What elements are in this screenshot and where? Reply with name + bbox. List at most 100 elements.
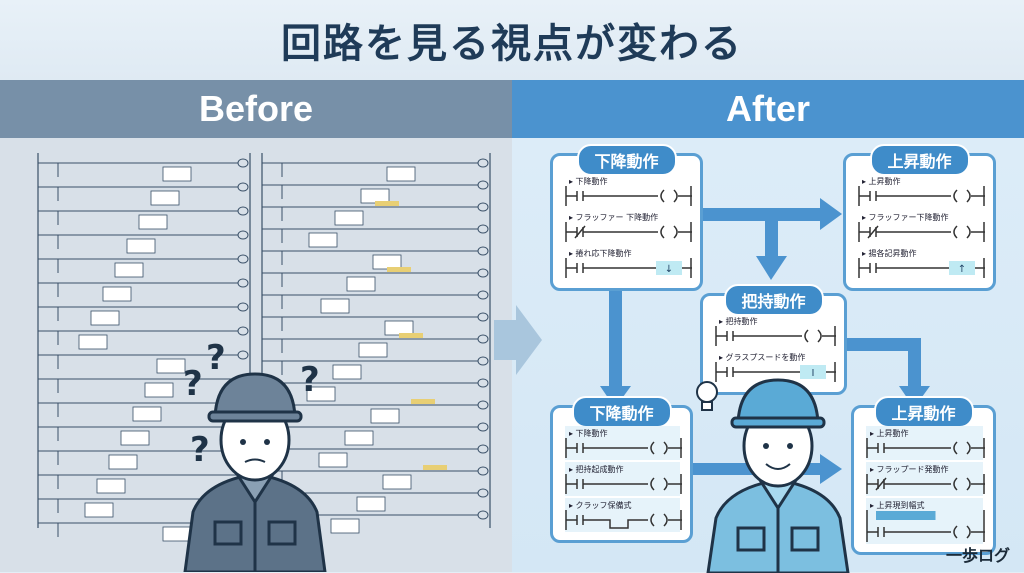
coil-icon	[237, 278, 249, 288]
instruction-block	[132, 406, 162, 422]
no-contact-icon	[877, 527, 885, 537]
ladder-rung	[715, 326, 836, 346]
status-badge	[876, 511, 936, 520]
label-tag	[411, 399, 435, 404]
rung-label: ▸ 捲れ応下降動作	[569, 249, 632, 258]
instruction-block	[120, 430, 150, 446]
rung: ▸ 捲れ応下降動作 ↓	[565, 246, 692, 280]
rung-label: ▸ 上昇動作	[870, 429, 909, 438]
action-block: 上昇動作▸ 上昇動作 ▸ フラップード発動作 ▸ 上昇現到幅式	[851, 396, 996, 555]
ladder-rung: ↑	[858, 258, 985, 278]
instruction-block	[332, 364, 362, 380]
indicator-symbol: ↑	[958, 264, 966, 275]
rung-label: ▸ 把持動作	[719, 317, 758, 326]
coil-icon	[237, 302, 249, 312]
coil-icon	[237, 350, 249, 360]
action-block-title: 上昇動作	[873, 396, 974, 428]
before-header: Before	[0, 80, 512, 138]
label-tag	[423, 465, 447, 470]
label-tag	[375, 201, 399, 206]
coil-icon	[477, 290, 489, 300]
rung-label: ▸ フラッファー 下降動作	[569, 213, 659, 222]
rung: ▸ 揚各記昇動作↑	[858, 246, 985, 280]
complex-ladder-diagram	[37, 153, 491, 542]
coil-icon	[477, 356, 489, 366]
coil-icon	[477, 444, 489, 454]
ladder-rung	[866, 438, 985, 458]
rung-label: ▸ 把持起成動作	[569, 465, 624, 474]
rung-label: ▸ 上昇現到幅式	[870, 501, 925, 510]
instruction-block	[138, 214, 168, 230]
ladder-rung	[565, 438, 682, 458]
rung: ▸ クラッフ保備式	[565, 498, 682, 532]
instruction-block	[126, 238, 156, 254]
label-tag	[387, 267, 411, 272]
instruction-block	[144, 382, 174, 398]
coil-icon	[477, 180, 489, 190]
rung: ▸ 上昇動作	[858, 174, 985, 208]
rung: ▸ 把持動作	[715, 314, 836, 348]
action-block: 下降動作▸ 下降動作▸ フラッファー 下降動作▸ 捲れ応下降動作↓	[550, 144, 703, 291]
instruction-block	[344, 430, 374, 446]
instruction-block	[334, 210, 364, 226]
indicator-symbol: ↓	[665, 264, 673, 275]
action-block: 上昇動作▸ 上昇動作 ▸ フラッファー下降動作 ▸ 揚各記昇動作↑	[843, 144, 996, 291]
coil-icon	[477, 488, 489, 498]
happy-worker	[706, 378, 850, 573]
instruction-block	[370, 408, 400, 424]
coil-icon	[237, 182, 249, 192]
coil-icon	[477, 224, 489, 234]
rung: ▸ 下降動作	[565, 174, 692, 208]
no-contact-icon	[869, 191, 877, 201]
coil-icon	[650, 477, 682, 491]
instruction-block	[84, 502, 114, 518]
no-contact-icon	[576, 479, 584, 489]
transition-arrow-icon	[494, 305, 542, 375]
logo: 一歩ログ	[945, 546, 1010, 565]
label-tag	[399, 333, 423, 338]
coil-icon	[237, 158, 249, 168]
coil-icon	[953, 477, 985, 491]
rung-label: ▸ フラッファー下降動作	[862, 213, 949, 222]
coil-icon	[477, 422, 489, 432]
instruction-block	[318, 452, 348, 468]
confused-worker	[183, 372, 327, 572]
coil-icon	[953, 525, 985, 539]
instruction-block	[384, 320, 414, 336]
ladder-rung	[565, 186, 692, 206]
coil-icon	[477, 466, 489, 476]
instruction-block	[96, 478, 126, 494]
rung-label: ▸ 下降動作	[569, 429, 608, 438]
coil-icon	[477, 312, 489, 322]
question-mark: ?	[190, 430, 210, 470]
page-title: 回路を見る視点が変わる	[0, 0, 1024, 80]
instruction-block	[360, 188, 390, 204]
coil-icon	[237, 254, 249, 264]
action-block-title: 上昇動作	[869, 144, 970, 176]
ladder-rung	[858, 222, 985, 242]
action-block-title: 把持動作	[723, 284, 824, 316]
instruction-block	[162, 166, 192, 182]
instruction-block	[358, 342, 388, 358]
instruction-block	[382, 474, 412, 490]
instruction-block	[346, 276, 376, 292]
ladder-rung	[866, 474, 985, 494]
coil-icon	[237, 206, 249, 216]
coil-icon	[237, 230, 249, 240]
rung: ▸ フラッファー 下降動作	[565, 210, 692, 244]
rung-label: ▸ フラップード発動作	[870, 465, 949, 474]
indicator-icon	[949, 261, 975, 275]
indicator-icon	[800, 365, 826, 379]
coil-icon	[953, 441, 985, 455]
rung-label: ▸ クラッフ保備式	[569, 501, 632, 510]
rung: ▸ フラッファー下降動作	[858, 210, 985, 244]
coil-icon	[650, 441, 682, 455]
instruction-block	[308, 232, 338, 248]
coil-icon	[804, 329, 836, 343]
instruction-block	[114, 262, 144, 278]
instruction-block	[78, 334, 108, 350]
instruction-block	[372, 254, 402, 270]
coil-icon	[660, 225, 692, 239]
coil-icon	[477, 246, 489, 256]
